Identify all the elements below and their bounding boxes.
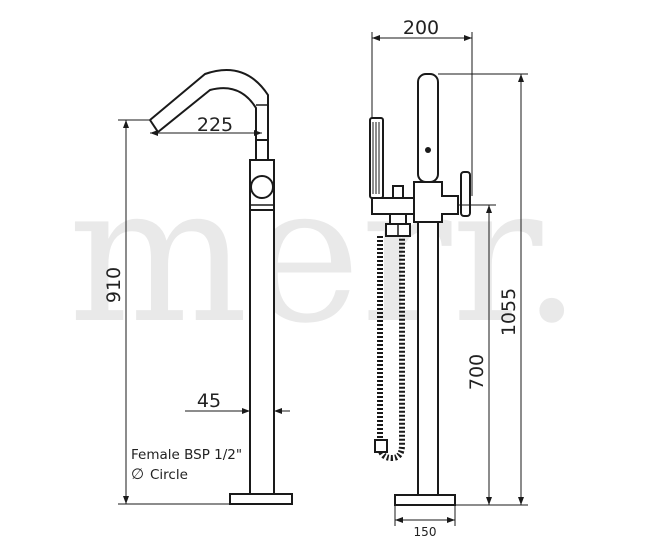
left-side-view: 225 910 45 Female BSP 1/2" ∅ Circle xyxy=(103,69,293,505)
note-diameter-symbol: ∅ xyxy=(131,465,144,483)
dim-base-width: 150 xyxy=(414,525,437,539)
spout-inner xyxy=(157,87,257,150)
spout-column xyxy=(417,73,439,183)
mixer-lever xyxy=(460,171,471,217)
note-circle: Circle xyxy=(150,467,188,483)
right-front-view: 200 1055 700 150 xyxy=(369,17,528,539)
diverter-arm xyxy=(371,197,415,215)
dim-outlet-height: 700 xyxy=(466,354,488,390)
dim-total-height: 1055 xyxy=(498,288,520,336)
watermark-logo: merr. xyxy=(68,144,582,365)
note-female-bsp: Female BSP 1/2" xyxy=(131,447,242,463)
floor-base-plate xyxy=(394,494,456,506)
spout-tip xyxy=(149,119,159,133)
floor-column xyxy=(249,209,275,495)
floor-column xyxy=(417,221,439,496)
dim-height: 910 xyxy=(103,267,125,303)
spout-outer xyxy=(149,69,269,150)
dim-overall-width: 200 xyxy=(403,17,439,39)
diverter-knob xyxy=(392,185,404,199)
dim-spout-reach: 225 xyxy=(197,114,233,136)
floor-base-plate xyxy=(229,493,293,505)
dim-pipe-diameter: 45 xyxy=(197,390,221,412)
